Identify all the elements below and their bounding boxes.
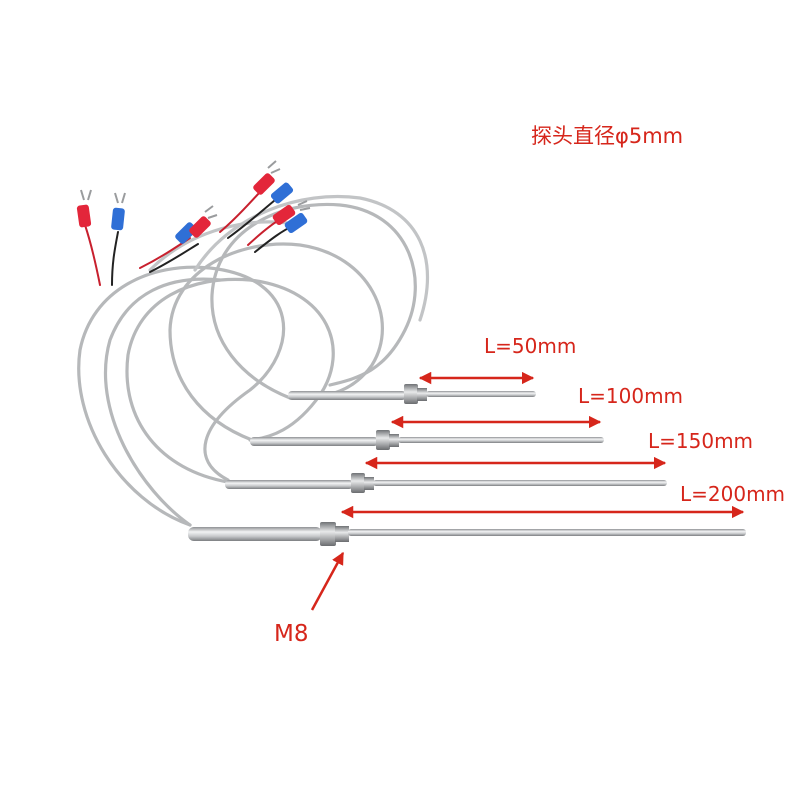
probe-50	[288, 384, 536, 404]
cable-coil-outer	[193, 194, 429, 322]
cable-coil-200	[77, 265, 286, 527]
cable-coil-outer2	[148, 220, 302, 272]
probe-150	[225, 473, 667, 493]
cable-coil-200b	[104, 277, 222, 527]
arrow-m8	[310, 551, 345, 611]
length-label-200: L=200mm	[680, 482, 786, 506]
probe-200	[188, 522, 746, 546]
coiled-cables	[77, 194, 429, 527]
probe-diameter-label: 探头直径φ5mm	[531, 124, 684, 148]
length-label-100: L=100mm	[578, 384, 684, 408]
length-label-150: L=150mm	[648, 429, 754, 453]
dimension-arrows	[310, 371, 745, 611]
length-label-50: L=50mm	[484, 334, 577, 358]
thread-size-label: M8	[274, 621, 309, 647]
crimp-terminals	[76, 160, 311, 244]
probe-100	[250, 430, 604, 450]
cable-coil-100	[168, 242, 384, 442]
cable-coil-50	[210, 202, 417, 400]
cable-coil-150	[125, 277, 335, 484]
